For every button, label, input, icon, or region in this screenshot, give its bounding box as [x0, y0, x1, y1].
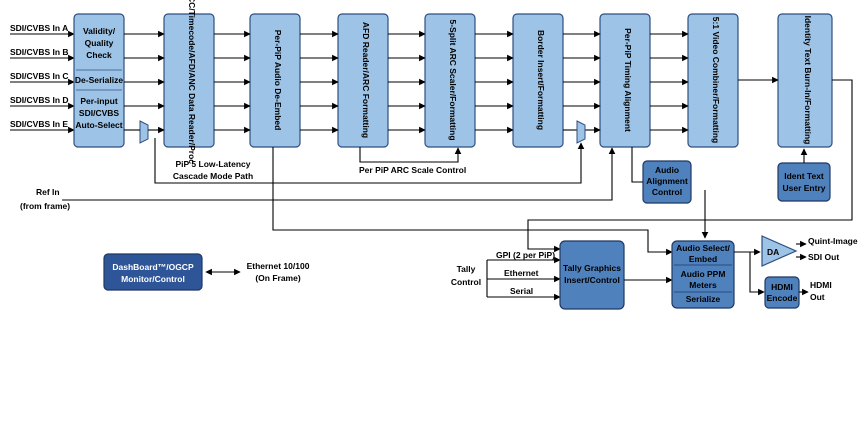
pipeline-label-3: AFD Reader/ARC Formatting: [361, 22, 371, 138]
validity-line-3: Check: [86, 50, 112, 60]
audio-select-line-2: Embed: [689, 254, 717, 264]
hdmi-encode-line-2: Encode: [767, 293, 798, 303]
validity-line-2: Quality: [85, 38, 114, 48]
pipeline-block-timing-alignment: Per-PiP Timing Alignment: [599, 13, 651, 148]
pipeline-block-video-combiner: 5:1 Video Combiner/Formatting: [687, 13, 739, 148]
cascade-mux: [576, 120, 586, 144]
pipeline-block-afd-reader: AFD Reader/ARC Formatting: [337, 13, 389, 148]
audio-alignment-block: Audio Alignment Control: [631, 147, 709, 239]
input-label-b: SDI/CVBS In B: [10, 47, 69, 57]
ethernet-frame-line-1: Ethernet 10/100: [247, 261, 310, 271]
ethernet-label: Ethernet: [504, 268, 539, 278]
tally-graphics-line-2: Insert/Control: [564, 275, 620, 285]
serialize-label: Serialize: [686, 294, 721, 304]
pipeline-block-arc-scaler: 5-Split ARC Scaler/Formatting: [424, 13, 476, 148]
ref-in-label-1: Ref In: [36, 187, 60, 197]
sdi-out-label: SDI Out: [808, 252, 839, 262]
deserialize-label: De-Serialize: [75, 75, 123, 85]
audio-ppm-line-1: Audio PPM: [681, 269, 726, 279]
gpi-label: GPI (2 per PiP): [496, 250, 555, 260]
video-output-loop: [527, 79, 853, 253]
pipeline-block-border-insert: Border Insert/Formatting: [512, 13, 564, 148]
pipeline-label-2: Per-PiP Audio De-Embed: [273, 30, 283, 131]
input-mux: [139, 120, 149, 144]
cascade-label-1: PiP 5 Low-Latency: [176, 159, 251, 169]
ident-text-line-2: User Entry: [783, 183, 826, 193]
tally-control-line-1: Tally: [457, 264, 476, 274]
audio-deembed-path: [272, 147, 673, 256]
autoselect-line-2: SDI/CVBS: [79, 108, 119, 118]
serial-label: Serial: [510, 286, 533, 296]
dashboard-block: DashBoard™/OGCP Monitor/Control Ethernet…: [103, 253, 310, 291]
cascade-label-2: Cascade Mode Path: [173, 171, 253, 181]
audio-alignment-line-1: Audio: [655, 165, 679, 175]
output-branch: [734, 248, 765, 296]
tally-control: Tally Control GPI (2 per PiP) Ethernet S…: [451, 250, 561, 301]
input-label-c: SDI/CVBS In C: [10, 71, 69, 81]
pipeline-block-cc-timecode: CC/Timecode/AFD/ANC Data Reader/Proc: [163, 0, 215, 164]
arc-control-label: Per PiP ARC Scale Control: [359, 165, 466, 175]
pipeline-label-8: Identity Text Burn-In/Formatting: [803, 16, 813, 145]
ident-text-line-1: Ident Text: [784, 171, 824, 181]
da-block: DA Quint-Image SDI Out: [761, 235, 858, 267]
tally-graphics-block: Tally Graphics Insert/Control: [559, 240, 673, 310]
cascade-path: PiP 5 Low-Latency Cascade Mode Path: [154, 138, 585, 184]
input-labels: SDI/CVBS In A SDI/CVBS In B SDI/CVBS In …: [10, 23, 69, 129]
audio-embed-block: Audio Select/ Embed Audio PPM Meters Ser…: [671, 240, 735, 309]
dashboard-line-1: DashBoard™/OGCP: [112, 262, 194, 272]
hdmi-out-line-2: Out: [810, 292, 825, 302]
ident-text-block: Ident Text User Entry: [777, 148, 831, 202]
pipeline-label-1: CC/Timecode/AFD/ANC Data Reader/Proc: [187, 0, 197, 164]
pipeline-label-6: Per-PiP Timing Alignment: [623, 28, 633, 132]
pipeline-block-identity-text: Identity Text Burn-In/Formatting: [777, 13, 833, 148]
audio-alignment-line-2: Alignment: [646, 176, 688, 186]
audio-ppm-line-2: Meters: [689, 280, 717, 290]
hdmi-encode-block: HDMI Encode HDMI Out: [764, 276, 832, 309]
audio-alignment-line-3: Control: [652, 187, 682, 197]
quint-image-label: Quint-Image: [808, 236, 858, 246]
pipeline-label-4: 5-Split ARC Scaler/Formatting: [448, 19, 458, 140]
tally-graphics-line-1: Tally Graphics: [563, 263, 621, 273]
pipeline-block-audio-deembed: Per-PiP Audio De-Embed: [249, 13, 301, 148]
hdmi-out-line-1: HDMI: [810, 280, 832, 290]
ethernet-frame-line-2: (On Frame): [255, 273, 301, 283]
input-processing-block: Validity/ Quality Check De-Serialize Per…: [73, 13, 125, 148]
arc-control-path: Per PiP ARC Scale Control: [359, 147, 466, 175]
autoselect-line-3: Auto-Select: [75, 120, 122, 130]
validity-line-1: Validity/: [83, 26, 116, 36]
autoselect-line-1: Per-input: [80, 96, 117, 106]
ref-in: Ref In (from frame): [20, 147, 616, 211]
pipeline-buses: [124, 30, 779, 134]
input-wires: [10, 30, 75, 134]
input-label-e: SDI/CVBS In E: [10, 119, 68, 129]
tally-control-line-2: Control: [451, 277, 481, 287]
hdmi-encode-line-1: HDMI: [771, 282, 793, 292]
pipeline-label-5: Border Insert/Formatting: [536, 30, 546, 130]
input-label-a: SDI/CVBS In A: [10, 23, 68, 33]
audio-select-line-1: Audio Select/: [676, 243, 730, 253]
ref-in-label-2: (from frame): [20, 201, 70, 211]
dashboard-line-2: Monitor/Control: [121, 274, 185, 284]
da-label: DA: [767, 247, 779, 257]
pipeline-label-7: 5:1 Video Combiner/Formatting: [711, 17, 721, 143]
input-label-d: SDI/CVBS In D: [10, 95, 69, 105]
